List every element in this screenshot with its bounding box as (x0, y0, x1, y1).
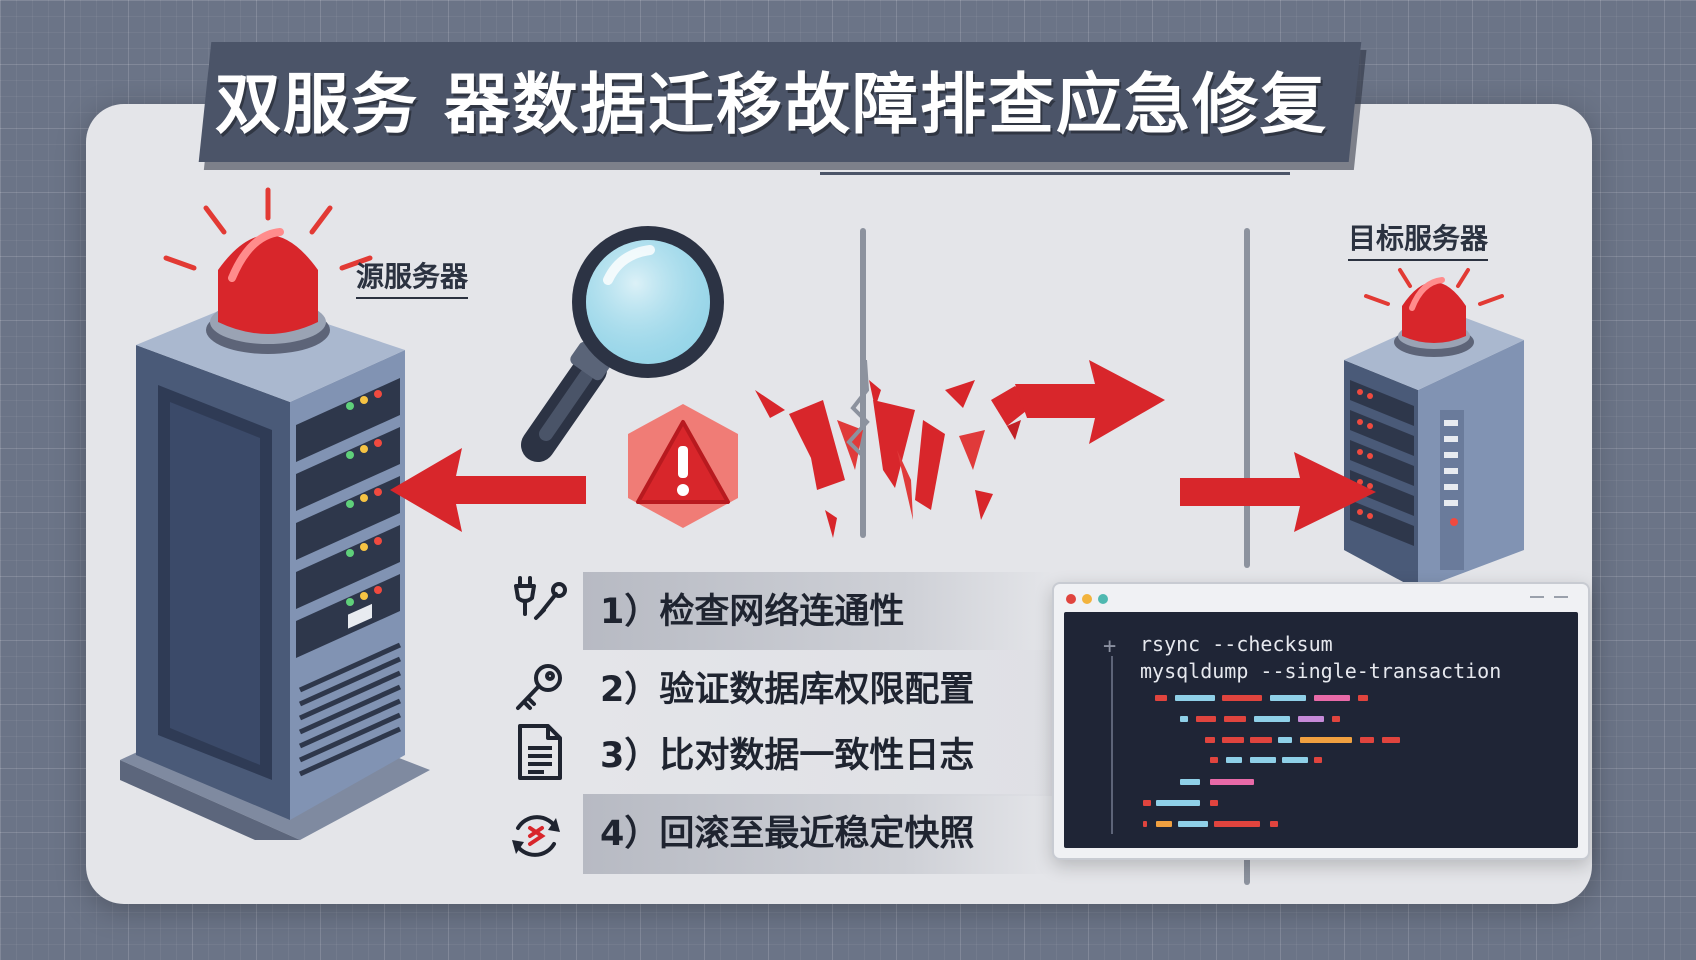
code-dash (1210, 800, 1218, 806)
terminal-gutter-plus: + (1103, 634, 1117, 659)
plug-wrench-icon (514, 576, 567, 620)
code-dash (1254, 716, 1290, 722)
code-dash (1180, 779, 1200, 785)
code-dash (1196, 716, 1216, 722)
divider-right (1244, 228, 1250, 568)
code-dash (1178, 821, 1208, 827)
code-dash (1270, 821, 1278, 827)
step-4-text: 4）回滚至最近稳定快照 (600, 814, 975, 854)
broken-link-icon (755, 360, 1165, 538)
code-dash (1282, 757, 1308, 763)
code-dash (1300, 737, 1352, 743)
target-server-icon (1344, 268, 1524, 590)
window-restore-icon[interactable] (1554, 596, 1568, 598)
code-dash (1226, 757, 1242, 763)
target-server-label: 目标服务器 (1348, 217, 1489, 261)
arrow-right-icon (1180, 452, 1376, 532)
close-dot-icon[interactable] (1066, 594, 1076, 604)
key-icon (516, 664, 562, 710)
code-dash (1214, 821, 1260, 827)
code-dash (1314, 695, 1350, 701)
code-dash (1205, 737, 1215, 743)
code-dash (1382, 737, 1400, 743)
code-dash (1222, 695, 1262, 701)
terminal-line-1: rsync --checksum (1140, 632, 1333, 656)
code-dash (1224, 716, 1246, 722)
step-bar-4 (583, 794, 1053, 874)
code-dash (1143, 800, 1151, 806)
code-dash (1298, 716, 1324, 722)
code-dash (1155, 695, 1167, 701)
code-dash (1250, 737, 1272, 743)
source-server-icon (120, 187, 430, 840)
code-dash (1314, 757, 1322, 763)
document-icon (518, 724, 562, 780)
step-bar-1 (583, 572, 1053, 652)
maximize-dot-icon[interactable] (1098, 594, 1108, 604)
source-server-label: 源服务器 (356, 255, 469, 299)
code-dash (1332, 716, 1340, 722)
terminal-line-2: mysqldump --single-transaction (1140, 659, 1502, 683)
minimize-dot-icon[interactable] (1082, 594, 1092, 604)
step-3-text: 3）比对数据一致性日志 (600, 736, 975, 776)
terminal-screen (1064, 612, 1578, 848)
window-minimize-icon[interactable] (1530, 596, 1544, 598)
code-dash (1143, 821, 1147, 827)
terminal-gutter (1111, 656, 1113, 834)
step-1-text: 1）检查网络连通性 (600, 592, 905, 632)
code-dash (1360, 737, 1374, 743)
warning-icon (628, 404, 738, 528)
arrow-left-icon (390, 448, 586, 532)
step-bar-3 (583, 716, 1053, 796)
code-dash (1156, 821, 1172, 827)
code-dash (1222, 737, 1244, 743)
code-dash (1180, 716, 1188, 722)
code-dash (1210, 757, 1218, 763)
code-dash (1270, 695, 1306, 701)
page-title: 双服务 器数据迁移故障排查应急修复 (215, 66, 1328, 143)
divider-right-lower (1244, 855, 1250, 885)
code-dash (1278, 737, 1292, 743)
code-dash (1250, 757, 1276, 763)
code-dash (1358, 695, 1368, 701)
magnifier-icon (521, 226, 724, 462)
code-dash (1210, 779, 1254, 785)
divider-left (860, 228, 866, 538)
code-dash (1175, 695, 1215, 701)
rollback-cycle-icon (512, 815, 560, 857)
step-2-text: 2）验证数据库权限配置 (600, 670, 975, 710)
code-dash (1156, 800, 1200, 806)
title-underline (820, 172, 1290, 175)
